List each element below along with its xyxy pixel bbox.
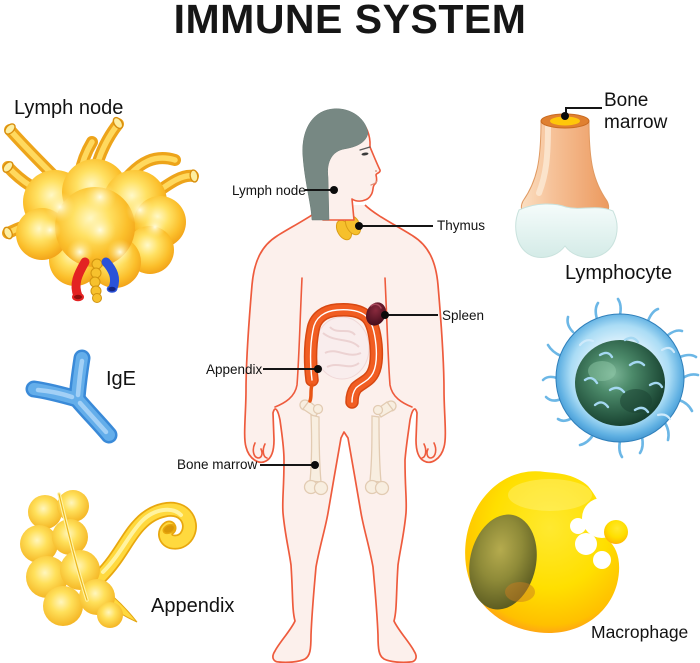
ige-antibody-illustration xyxy=(25,349,118,444)
arm-seams xyxy=(252,277,437,459)
leader-bone-dot xyxy=(561,112,569,120)
callout-bone-marrow-line xyxy=(260,464,313,466)
colon xyxy=(303,303,384,409)
appendix-organ xyxy=(308,383,314,403)
cecum-crease xyxy=(57,492,89,602)
rim-villi xyxy=(578,339,676,421)
lymph-node-illustration xyxy=(2,116,199,303)
label-appendix: Appendix xyxy=(151,595,235,617)
callout-spleen-line xyxy=(386,314,438,316)
vein-icon xyxy=(101,257,120,293)
callout-appendix: Appendix xyxy=(206,362,263,377)
bone-shaft xyxy=(520,120,610,216)
lymph-node-follicles xyxy=(39,181,166,265)
cecum-body xyxy=(20,490,123,628)
macrophage-pseudopod xyxy=(604,520,628,544)
callout-bone-marrow-dot xyxy=(311,461,319,469)
callout-spleen: Spleen xyxy=(442,308,485,323)
macrophage-highlight xyxy=(508,479,592,511)
page-title: IMMUNE SYSTEM xyxy=(173,0,527,42)
body-skin xyxy=(244,205,446,663)
body-outline xyxy=(243,204,447,663)
appendix-curl xyxy=(92,501,197,585)
small-intestine xyxy=(314,316,370,380)
label-ige: IgE xyxy=(106,368,137,390)
bone-marrow-core xyxy=(550,116,580,126)
callout-lymph-node: Lymph node xyxy=(232,183,306,198)
callout-lymph-node-dot xyxy=(330,186,338,194)
callout-spleen-dot xyxy=(381,311,389,319)
bone-marrow-illustration xyxy=(515,113,618,258)
nucleus-highlight xyxy=(588,361,616,381)
callout-thymus-line xyxy=(358,225,433,227)
macrophage-illustration xyxy=(465,471,628,634)
efferent-vessel-icon xyxy=(89,258,103,303)
callout-thymus-dot xyxy=(355,222,363,230)
artery-icon xyxy=(71,257,90,302)
callout-bone-marrow: Bone marrow xyxy=(177,457,258,472)
callout-appendix-dot xyxy=(314,365,322,373)
surface-villi xyxy=(583,336,664,414)
label-macrophage: Macrophage xyxy=(591,622,689,642)
appendix-illustration xyxy=(20,490,197,628)
callout-appendix-line xyxy=(263,368,316,370)
nucleus-shadow xyxy=(620,389,652,413)
leader-bone-line xyxy=(566,107,602,109)
spleen-organ xyxy=(366,302,386,326)
human-body-figure xyxy=(243,108,447,663)
label-lymphocyte: Lymphocyte xyxy=(565,262,673,284)
callout-thymus: Thymus xyxy=(437,218,486,233)
hair xyxy=(302,108,369,221)
callout-lymph-node-line xyxy=(305,189,331,191)
femur-bones xyxy=(299,399,397,496)
label-lymph-node: Lymph node xyxy=(14,97,124,119)
label-bone-marrow: Bone marrow xyxy=(604,90,668,134)
bone-shaft-highlight xyxy=(536,122,551,196)
face-details xyxy=(359,146,378,186)
lymphocyte-illustration xyxy=(541,297,700,459)
bone-cartilage xyxy=(515,203,618,258)
nucleus-shadow-2 xyxy=(505,582,535,602)
